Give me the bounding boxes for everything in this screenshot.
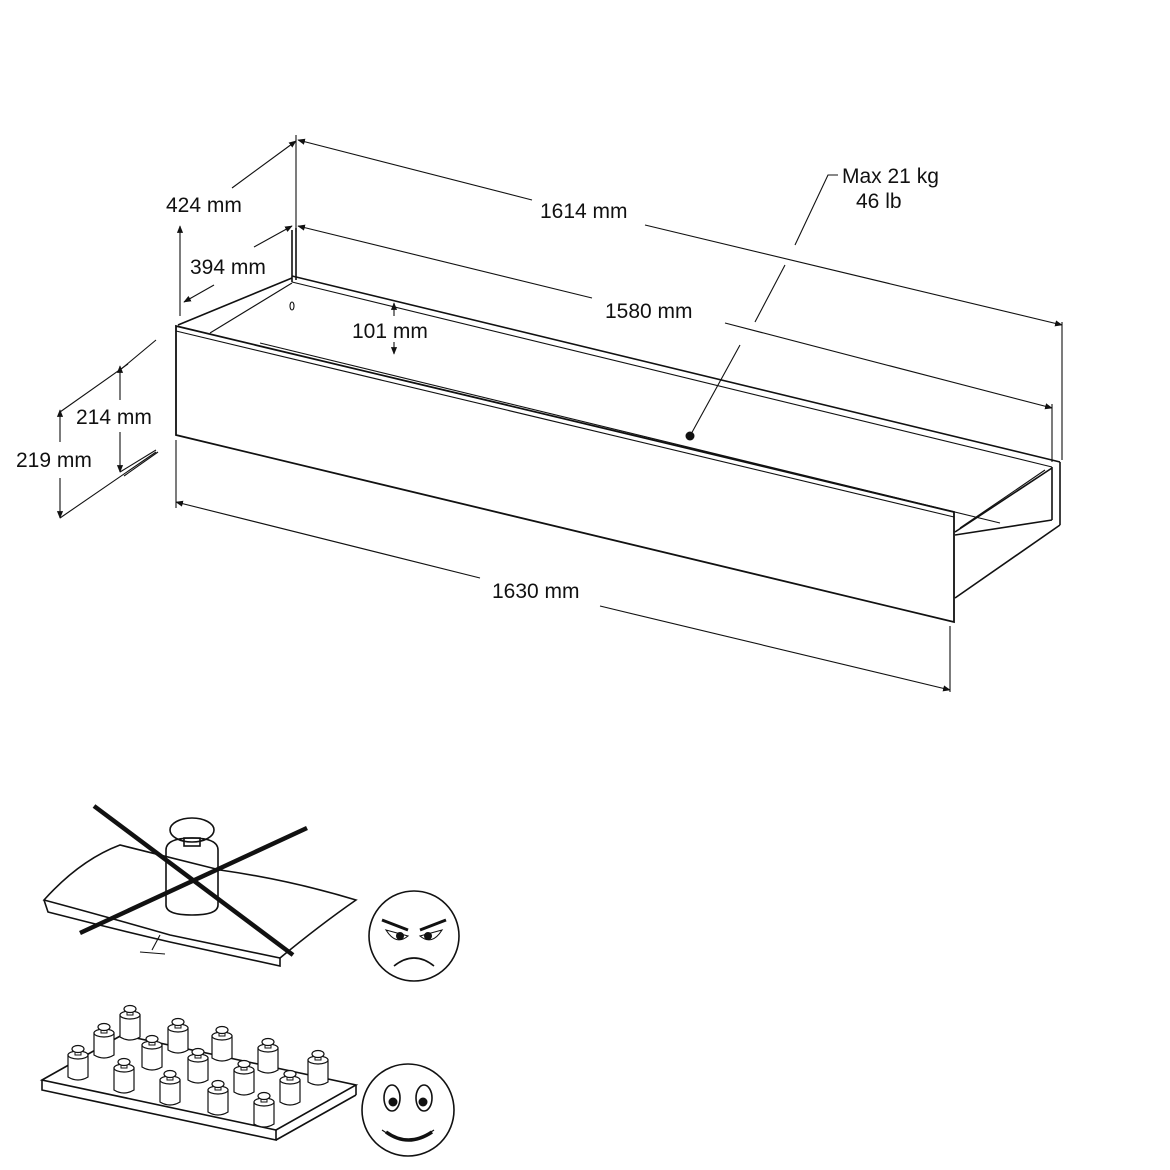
small-weight-icon <box>207 1079 229 1116</box>
small-weight-icon <box>113 1057 135 1094</box>
small-weight-icon <box>67 1044 89 1081</box>
small-weight-icon <box>211 1025 233 1062</box>
point-load-crossed-icon <box>42 804 358 967</box>
small-weight-icon <box>257 1037 279 1074</box>
label-max-lb: 46 lb <box>856 190 902 213</box>
small-weight-icon <box>141 1034 163 1071</box>
small-weight-icon <box>119 1004 141 1041</box>
small-weight-icon <box>93 1022 115 1059</box>
happy-face-icon <box>361 1063 455 1157</box>
label-outer-width: 1614 mm <box>540 200 628 223</box>
distributed-load-icon <box>39 1004 359 1141</box>
small-weight-icon <box>253 1091 275 1128</box>
label-inner-height: 101 mm <box>352 320 428 343</box>
label-max-kg: Max 21 kg <box>842 165 939 188</box>
label-total-height: 219 mm <box>16 449 92 472</box>
small-weight-icon <box>279 1069 301 1106</box>
label-inner-width: 1580 mm <box>605 300 693 323</box>
dimension-lines <box>56 135 1063 692</box>
small-weight-icon <box>187 1047 209 1084</box>
drawer-illustration <box>175 228 1061 624</box>
drawer-front-panel <box>175 324 955 624</box>
small-weight-icon <box>159 1069 181 1106</box>
label-outer-depth: 424 mm <box>166 194 242 217</box>
small-weight-icon <box>307 1049 329 1086</box>
angry-face-icon <box>368 890 460 982</box>
dimension-labels: 424 mm 394 mm 1614 mm 1580 mm 101 mm 214… <box>16 165 939 603</box>
small-weight-icon <box>167 1017 189 1054</box>
small-weight-icon <box>233 1059 255 1096</box>
label-front-width: 1630 mm <box>492 580 580 603</box>
label-front-height: 214 mm <box>76 406 152 429</box>
label-inner-depth: 394 mm <box>190 256 266 279</box>
